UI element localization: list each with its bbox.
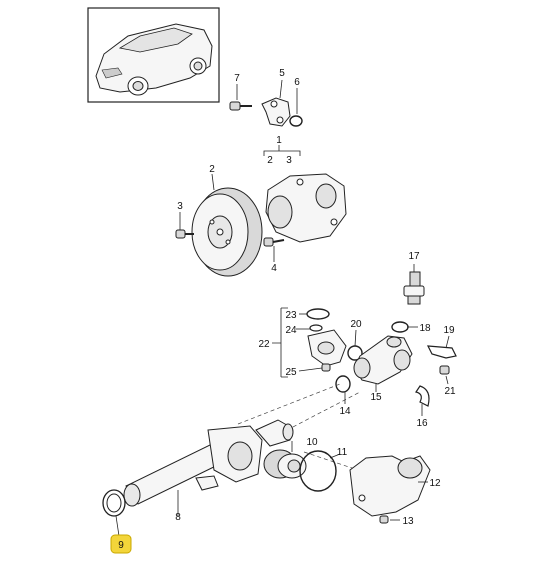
callout-3: 3 (177, 201, 183, 212)
callout-25: 25 (285, 367, 297, 378)
part-16-clip (415, 385, 430, 407)
leader-lines (115, 79, 450, 537)
callout-18: 18 (419, 323, 431, 334)
callout-7: 7 (234, 73, 240, 84)
part-9-seal-ring (102, 489, 126, 517)
part-6-o-ring (289, 115, 303, 127)
part-15-coolant-connector (353, 335, 413, 385)
callout-14: 14 (339, 406, 351, 417)
callout-11: 11 (337, 447, 348, 458)
callout-3-group: 3 (286, 155, 292, 166)
callout-1: 1 (276, 135, 282, 146)
part-2-pulley (191, 187, 263, 277)
part-21-bolt (439, 365, 450, 375)
callout-21: 21 (444, 386, 456, 397)
vehicle-thumbnail (87, 7, 220, 103)
part-25-bolt (321, 363, 331, 372)
callout-22: 22 (258, 339, 270, 350)
part-4-bolt (263, 237, 285, 247)
callout-24: 24 (285, 325, 297, 336)
part-3-bolt (175, 229, 194, 239)
part-5-bracket (261, 97, 291, 127)
callout-15: 15 (370, 392, 382, 403)
assembly-line-3 (303, 451, 359, 471)
callout-17: 17 (408, 251, 420, 262)
callout-16: 16 (416, 418, 428, 429)
callout-19: 19 (443, 325, 455, 336)
assembly-line-1 (237, 383, 341, 425)
part-11-gasket (299, 450, 337, 492)
callout-2: 2 (209, 164, 215, 175)
callout-10: 10 (306, 437, 318, 448)
part-18-o-ring (391, 321, 409, 333)
part-22-thermostat-housing (307, 329, 347, 367)
callout-9: 9 (118, 540, 124, 551)
part-1-water-pump (265, 173, 347, 243)
callout-8: 8 (175, 512, 181, 523)
callout-2-group: 2 (267, 155, 273, 166)
part-19-clip (426, 345, 457, 359)
part-12-thermostat-cover (349, 455, 431, 517)
callout-20: 20 (350, 319, 362, 330)
callout-4: 4 (271, 263, 277, 274)
part-17-temperature-sensor (403, 271, 425, 305)
part-13-bolt (379, 515, 389, 524)
callout-13: 13 (402, 516, 414, 527)
callout-5: 5 (279, 68, 285, 79)
part-8-coolant-pipe (123, 419, 294, 507)
callout-6: 6 (294, 77, 300, 88)
callout-23: 23 (285, 310, 297, 321)
part-23-o-ring (306, 308, 330, 320)
callout-9-highlight[interactable]: 9 (110, 534, 132, 554)
part-7-bolt (229, 101, 252, 111)
part-10-thermostat (263, 449, 307, 479)
part-24-seal (309, 324, 323, 332)
part-14-o-ring (335, 375, 351, 393)
callout-labels: 7 5 6 1 2 3 2 3 4 17 18 20 23 24 22 25 1… (175, 68, 456, 527)
callout-12: 12 (429, 478, 441, 489)
